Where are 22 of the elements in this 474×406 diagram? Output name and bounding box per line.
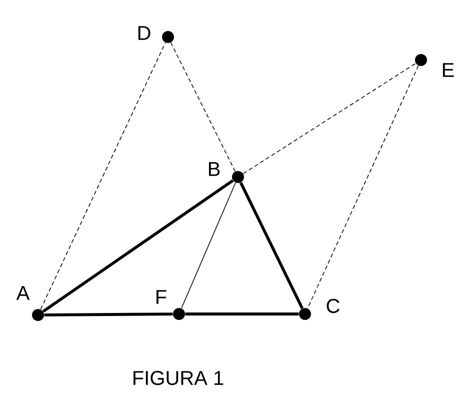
point-label: E bbox=[442, 63, 454, 77]
line-segment bbox=[181, 182, 236, 309]
line-segment bbox=[239, 182, 304, 309]
point bbox=[299, 308, 311, 320]
point bbox=[173, 308, 185, 320]
line-segment bbox=[40, 42, 166, 310]
line-segment bbox=[170, 42, 236, 172]
point bbox=[232, 171, 244, 183]
point-label: A bbox=[16, 286, 30, 300]
point bbox=[415, 54, 427, 66]
point-label: C bbox=[326, 298, 340, 314]
line-segment bbox=[307, 65, 419, 309]
point-label: B bbox=[208, 162, 220, 176]
line-segment bbox=[42, 179, 234, 313]
caption: FIGURA 1 bbox=[134, 370, 224, 386]
point-label: D bbox=[138, 26, 150, 40]
line-segment bbox=[44, 312, 173, 316]
point-label: F bbox=[156, 290, 166, 304]
point bbox=[162, 31, 174, 43]
point bbox=[32, 309, 44, 321]
line-segment bbox=[185, 312, 299, 316]
line-segment bbox=[242, 62, 416, 174]
